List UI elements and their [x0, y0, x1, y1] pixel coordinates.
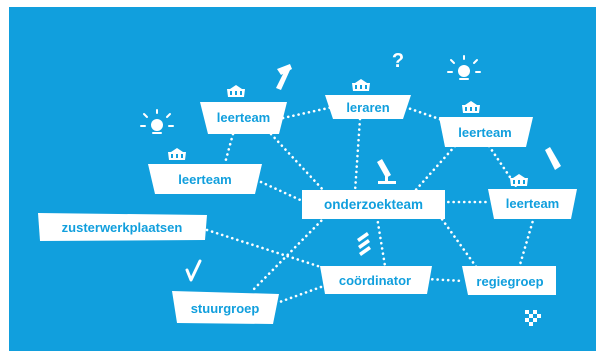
node-leraren-label: leraren	[346, 100, 389, 115]
node-leerteam-3-box	[148, 164, 262, 194]
node-leraren-box	[325, 95, 411, 119]
books-icon	[357, 232, 371, 256]
connector-coordinator-stuurgroep	[275, 285, 323, 305]
node-leerteam-4: leerteam	[488, 189, 577, 219]
connector-zusterwerkplaatsen-coordinator	[205, 228, 329, 271]
node-leerteam-2-box	[439, 117, 533, 147]
connector-onderzoekteam-coordinator	[375, 215, 387, 268]
node-onderzoekteam-label: onderzoekteam	[324, 197, 423, 212]
connector-leerteam3-onderzoekteam	[259, 180, 311, 206]
node-coordinator-box	[320, 266, 432, 294]
connector-leerteam4-regiegroep	[517, 215, 536, 270]
node-onderzoekteam: onderzoekteam	[302, 190, 445, 219]
node-onderzoekteam-box	[302, 190, 445, 219]
microscope-icon	[377, 159, 396, 184]
test-tube-icon	[545, 147, 561, 170]
node-stuurgroep-box	[172, 291, 279, 324]
checkmark-icon	[185, 259, 202, 282]
connector-leerteam2-onderzoekteam	[412, 144, 457, 194]
connector-leerteam1-leraren	[281, 105, 335, 120]
connector-onderzoekteam-regiegroep	[437, 213, 479, 270]
lightbulb-icon	[447, 55, 481, 80]
node-regiegroep-box	[462, 266, 556, 295]
node-zusterwerkplaatsen: zusterwerkplaatsen	[38, 213, 207, 241]
node-leerteam-3-label: leerteam	[178, 172, 231, 187]
puzzle-icon	[525, 310, 541, 326]
connector-onderzoekteam-stuurgroep	[252, 215, 327, 291]
node-leerteam-2: leerteam	[439, 117, 533, 147]
connector-leraren-onderzoekteam	[353, 117, 362, 194]
school-windows	[171, 85, 525, 184]
node-stuurgroep: stuurgroep	[172, 291, 279, 324]
connector-leraren-leerteam2	[403, 105, 447, 123]
hammer-icon	[276, 64, 292, 90]
lightbulb-icon	[140, 109, 174, 134]
question-mark-icon: ?	[392, 50, 404, 72]
connector-coordinator-regiegroep	[425, 277, 465, 283]
node-stuurgroep-label: stuurgroep	[191, 301, 260, 316]
node-regiegroep: regiegroep	[462, 266, 556, 295]
node-coordinator-label: coördinator	[339, 273, 411, 288]
node-leerteam-1: leerteam	[200, 102, 287, 134]
node-regiegroep-label: regiegroep	[476, 274, 543, 289]
node-leerteam-2-label: leerteam	[458, 125, 511, 140]
node-leerteam-1-label: leerteam	[217, 110, 270, 125]
node-leerteam-4-box	[488, 189, 577, 219]
connector-leerteam1-onderzoekteam	[269, 132, 327, 194]
node-coordinator: coördinator	[320, 266, 432, 294]
node-leerteam-1-box	[200, 102, 287, 134]
node-leerteam-3: leerteam	[148, 164, 262, 194]
node-zusterwerkplaatsen-label: zusterwerkplaatsen	[62, 220, 183, 235]
svg-text:?: ?	[392, 50, 404, 72]
diagram-panel: leerteam leraren leerteam leerteam onder…	[9, 7, 596, 351]
node-zusterwerkplaatsen-box	[38, 213, 207, 241]
node-leerteam-4-label: leerteam	[506, 196, 559, 211]
connector-leerteam1-leerteam3	[223, 132, 235, 165]
node-leraren: leraren	[325, 95, 411, 119]
